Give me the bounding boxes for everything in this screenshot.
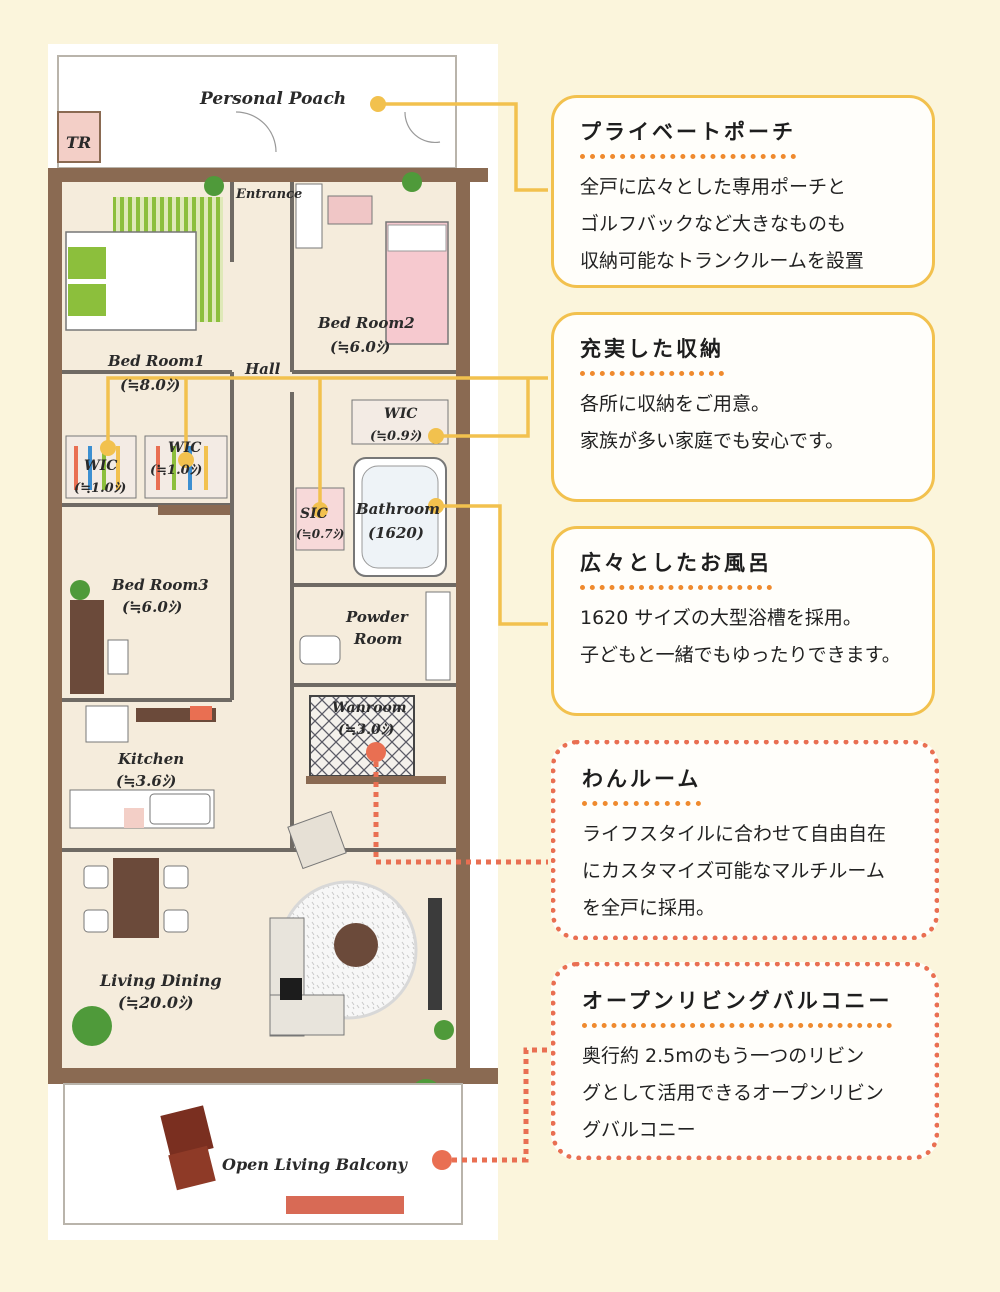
label-hall: Hall <box>244 360 281 378</box>
label-tr: TR <box>66 133 91 152</box>
dining-table <box>113 858 159 938</box>
callout-title: プライベートポーチ <box>580 116 796 159</box>
label-bed-room2-size: (≒6.0ｼ) <box>330 338 390 356</box>
callout-line: 各所に収納をご用意。 <box>580 393 771 415</box>
label-wanroom: Wanroom <box>332 700 407 716</box>
callout-line: 1620 サイズの大型浴槽を採用。 <box>580 607 862 629</box>
label-bathroom: Bathroom <box>355 500 440 518</box>
label-wic-a-size: (≒1.0ｼ) <box>74 481 126 496</box>
callout-open-balcony: オープンリビングバルコニー 奥行約 2.5mのもう一つのリビン グとして活用でき… <box>551 962 939 1160</box>
label-wic-c: WIC <box>384 406 417 422</box>
callout-line: ライフスタイルに合わせて自由自在 <box>582 823 887 845</box>
leader-lines-dotted <box>373 752 548 1163</box>
wall-right <box>456 168 470 1068</box>
label-bathroom-size: (1620) <box>368 524 424 542</box>
callout-title: 広々としたお風呂 <box>580 547 772 590</box>
tv-board <box>428 898 442 1010</box>
label-bed-room1: Bed Room1 <box>107 352 205 370</box>
callout-line: にカスタマイズ可能なマルチルーム <box>582 860 885 882</box>
label-living-dining: Living Dining <box>99 971 222 990</box>
callout-title: 充実した収納 <box>580 333 724 376</box>
label-bed-room3: Bed Room3 <box>111 576 209 594</box>
bedroom3-desk <box>70 600 104 694</box>
flower-box <box>286 1196 404 1214</box>
label-wanroom-size: (≒3.0ｼ) <box>338 722 394 738</box>
callout-line: 収納可能なトランクルームを設置 <box>580 250 864 272</box>
label-entrance: Entrance <box>235 187 302 202</box>
label-sic-size: (≒0.7ｼ) <box>296 527 344 541</box>
label-wic-b: WIC <box>168 440 201 456</box>
balcony-chair <box>160 1105 214 1159</box>
label-wic-b-size: (≒1.0ｼ) <box>150 463 202 478</box>
wall-bottom <box>48 1068 498 1084</box>
callout-bathroom: 広々としたお風呂 1620 サイズの大型浴槽を採用。 子どもと一緒でもゆったりで… <box>551 526 935 716</box>
label-bed-room3-size: (≒6.0ｼ) <box>122 598 182 616</box>
label-open-living-balcony: Open Living Balcony <box>222 1155 409 1174</box>
callout-line: 家族が多い家庭でも安心です。 <box>580 430 845 452</box>
label-sic: SIC <box>300 506 328 522</box>
callout-line: 奥行約 2.5mのもう一つのリビン <box>582 1045 865 1067</box>
callout-line: グとして活用できるオープンリビン <box>582 1082 884 1104</box>
callout-title: わんルーム <box>582 763 702 806</box>
trunk-room <box>57 111 101 163</box>
wall-top <box>48 168 488 182</box>
callout-title: オープンリビングバルコニー <box>582 985 893 1028</box>
wanroom-mat <box>309 695 415 777</box>
label-powder: Powder <box>345 608 409 626</box>
callout-line: 全戸に広々とした専用ポーチと <box>580 176 847 198</box>
label-wic-a: WIC <box>84 458 117 474</box>
label-room: Room <box>353 630 402 648</box>
callout-line: ゴルフバックなど大きなものも <box>580 213 847 235</box>
wall-left <box>48 168 62 1068</box>
leader-lines-solid <box>106 102 548 626</box>
callout-line: 子どもと一緒でもゆったりできます。 <box>580 644 901 666</box>
porch-area <box>57 55 457 169</box>
label-bed-room1-size: (≒8.0ｼ) <box>120 376 180 394</box>
label-kitchen-size: (≒3.6ｼ) <box>116 772 176 790</box>
callout-line: グバルコニー <box>582 1119 696 1141</box>
label-bed-room2: Bed Room2 <box>317 314 415 332</box>
callout-wanroom: わんルーム ライフスタイルに合わせて自由自在 にカスタマイズ可能なマルチルーム … <box>551 740 939 940</box>
label-wic-c-size: (≒0.9ｼ) <box>370 429 422 444</box>
leader-dots <box>100 96 452 1170</box>
label-living-dining-size: (≒20.0ｼ) <box>118 993 194 1012</box>
callout-private-porch: プライベートポーチ 全戸に広々とした専用ポーチと ゴルフバックなど大きなものも … <box>551 95 935 288</box>
callout-line: を全戸に採用。 <box>582 897 716 919</box>
label-personal-poach: Personal Poach <box>199 89 346 109</box>
callout-storage: 充実した収納 各所に収納をご用意。 家族が多い家庭でも安心です。 <box>551 312 935 502</box>
label-kitchen: Kitchen <box>117 750 184 768</box>
